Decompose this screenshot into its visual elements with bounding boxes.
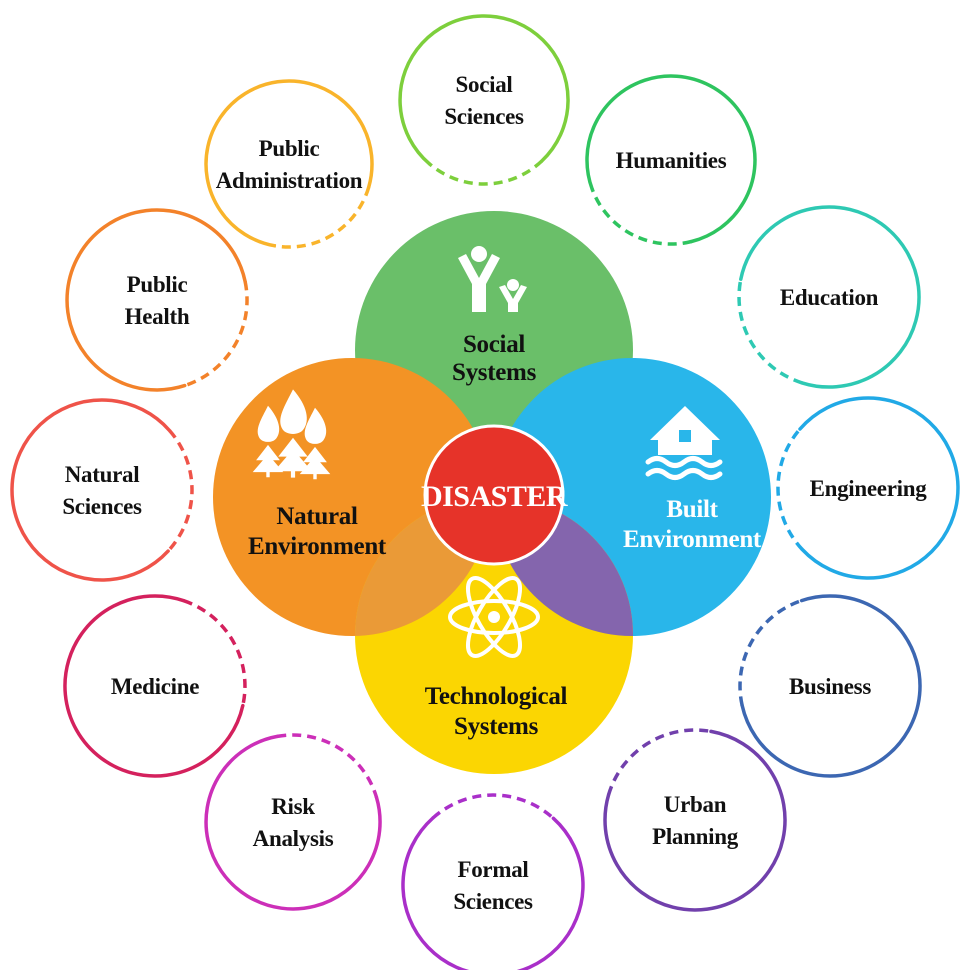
public-administration-ring-solid	[204, 79, 374, 248]
social-sciences-ring-solid	[398, 14, 570, 166]
discipline-business: Business	[738, 594, 922, 778]
disaster-label: DISASTER	[421, 480, 568, 513]
natural-sciences-ring-solid	[10, 398, 172, 582]
public-administration-ring-dashed	[273, 186, 371, 249]
social-sciences-label-line-1: Social	[456, 72, 513, 97]
public-health-label-line-1: Public	[127, 272, 188, 297]
risk-analysis-label-line-1: Risk	[271, 794, 315, 819]
core-systems-venn: SocialSystemsNaturalEnvironmentBuiltEnvi…	[213, 211, 771, 774]
people-icon	[458, 246, 527, 312]
discipline-medicine: Medicine	[63, 594, 247, 778]
discipline-ring: SocialSciencesHumanitiesEducationEnginee…	[10, 14, 960, 970]
natural-sciences-ring-dashed	[166, 429, 194, 553]
forest-fire-icon	[252, 389, 331, 480]
atom-icon	[448, 576, 540, 658]
public-administration-label-line-1: Public	[259, 136, 320, 161]
formal-sciences-ring-solid	[401, 816, 585, 970]
humanities-ring-dashed	[590, 188, 692, 246]
disaster-hub-circle	[423, 424, 565, 566]
natural-sciences-label-line-2: Sciences	[62, 494, 142, 519]
risk-analysis-label-line-2: Analysis	[253, 826, 334, 851]
disaster-hub: DISASTER	[421, 424, 568, 566]
social-systems-label-line-2: Systems	[452, 359, 537, 386]
business-label-line-1: Business	[789, 674, 871, 699]
public-health-label-line-2: Health	[125, 304, 190, 329]
business-ring-dashed	[738, 598, 803, 706]
social-sciences-ring-dashed	[428, 159, 544, 186]
discipline-humanities: Humanities	[585, 74, 757, 246]
business-ring-solid	[740, 594, 922, 778]
public-administration-label-line-2: Administration	[216, 168, 363, 193]
education-label-line-1: Education	[780, 285, 879, 310]
risk-analysis-ring-dashed	[276, 733, 379, 798]
medicine-label-line-1: Medicine	[111, 674, 199, 699]
risk-analysis-ring-solid	[204, 734, 382, 911]
natural-sciences-label-line-1: Natural	[65, 462, 140, 487]
social-sciences-label-line-2: Sciences	[444, 104, 524, 129]
technological-systems-label-line-2: Systems	[454, 713, 539, 740]
engineering-ring-dashed	[776, 427, 804, 551]
medicine-ring-dashed	[183, 599, 247, 706]
natural-environment-label-line-1: Natural	[276, 503, 358, 530]
urban-planning-ring-dashed	[606, 728, 712, 796]
engineering-ring-solid	[798, 396, 960, 580]
formal-sciences-label-line-2: Sciences	[453, 889, 533, 914]
education-ring-dashed	[737, 278, 803, 385]
technological-systems-label-line-1: Technological	[425, 683, 568, 710]
engineering-label-line-1: Engineering	[810, 476, 928, 501]
humanities-ring-solid	[585, 74, 757, 244]
urban-planning-label-line-1: Urban	[664, 792, 727, 817]
discipline-engineering: Engineering	[776, 396, 960, 580]
built-environment-label-line-1: Built	[666, 496, 718, 523]
discipline-education: Education	[737, 205, 921, 389]
education-ring-solid	[739, 205, 921, 389]
social-systems-label-line-1: Social	[463, 331, 525, 358]
natural-tech-overlap	[355, 496, 491, 636]
humanities-label-line-1: Humanities	[616, 148, 727, 173]
natural-environment-label-line-2: Environment	[248, 533, 387, 560]
formal-sciences-ring-dashed	[431, 793, 555, 820]
urban-planning-label-line-2: Planning	[652, 824, 739, 849]
public-health-ring-dashed	[184, 281, 249, 388]
public-health-ring-solid	[65, 208, 247, 392]
formal-sciences-label-line-1: Formal	[457, 857, 528, 882]
urban-planning-ring-solid	[603, 729, 787, 912]
flooded-house-icon	[645, 406, 723, 480]
medicine-ring-solid	[63, 594, 245, 778]
built-environment-label-line-2: Environment	[623, 526, 762, 553]
